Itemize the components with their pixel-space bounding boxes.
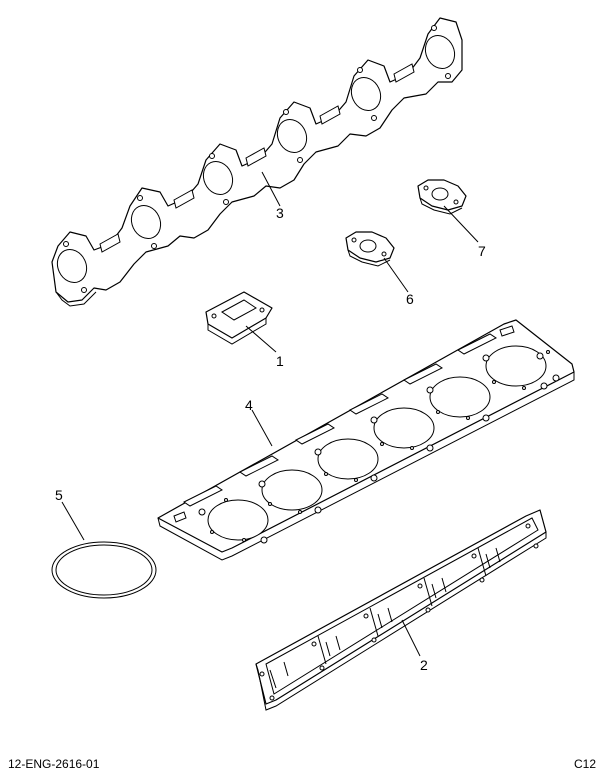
flange-gasket-6 — [345, 231, 395, 267]
o-ring-seal — [51, 541, 157, 599]
callout-6: 6 — [406, 291, 414, 307]
drawing-number: 12-ENG-2616-01 — [8, 757, 100, 771]
flange-gasket-7 — [417, 179, 467, 215]
callout-1: 1 — [276, 353, 284, 369]
callout-2: 2 — [420, 657, 428, 673]
cylinder-head-gasket — [157, 319, 575, 561]
callout-7: 7 — [478, 243, 486, 259]
rocker-housing-gasket — [255, 509, 547, 711]
callout-4: 4 — [245, 397, 253, 413]
callout-3: 3 — [276, 205, 284, 221]
leader-lines — [61, 171, 479, 657]
exhaust-manifold-gasket — [51, 17, 463, 307]
callout-5: 5 — [55, 487, 63, 503]
cover-gasket-1 — [205, 291, 273, 345]
page-code: C12 — [573, 757, 596, 771]
